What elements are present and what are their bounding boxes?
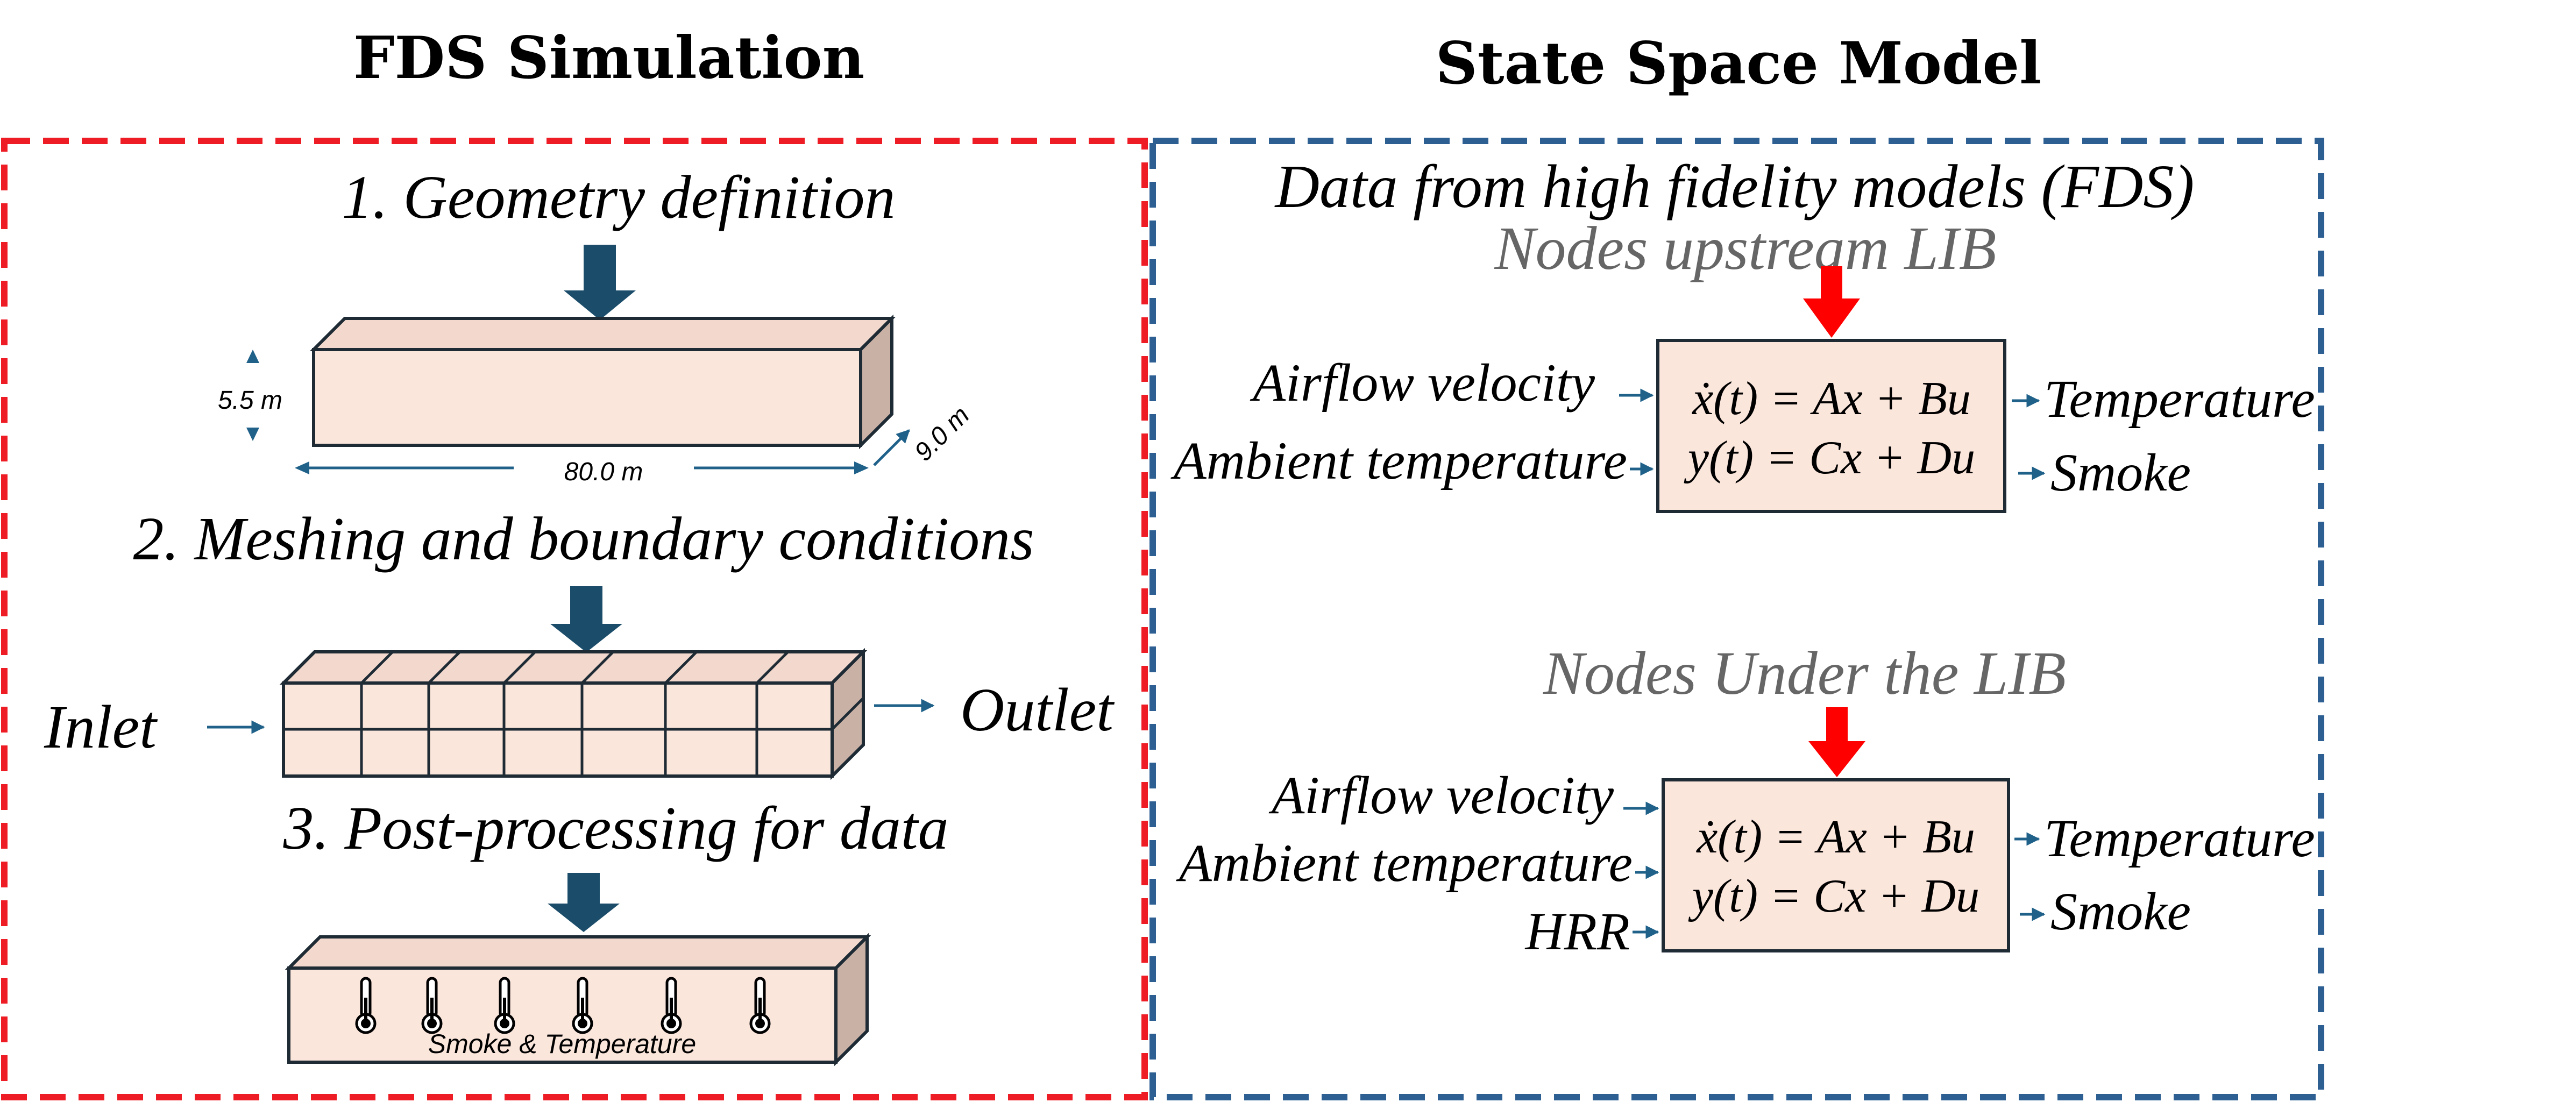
under-lib-ssm-box <box>1662 778 2010 952</box>
upstream-ssm-box <box>1656 339 2006 513</box>
step-geometry-label: 1. Geometry definition <box>342 163 896 231</box>
sensor-tunnel-box: Smoke & Temperature <box>285 933 871 1067</box>
fds-panel-title: FDS Simulation <box>353 24 864 92</box>
meshed-tunnel-box <box>279 648 868 780</box>
ssm-panel-title: State Space Model <box>1436 30 2041 97</box>
under-lib-input-hrr: HRR <box>1524 901 1630 961</box>
under-lib-input-airflow: Airflow velocity <box>1268 765 1614 825</box>
under-lib-subtitle: Nodes Under the LIB <box>1543 639 2066 707</box>
upstream-input-airflow: Airflow velocity <box>1250 353 1595 413</box>
dimension-length: 80.0 m <box>295 458 869 486</box>
under-lib-output-temperature: Temperature <box>2044 808 2315 868</box>
length-dimension-label: 80.0 m <box>564 458 643 486</box>
under-lib-state-equation: ẋ(t) = Ax + Bu <box>1696 811 1975 863</box>
height-dimension-label: 5.5 m <box>218 386 282 415</box>
data-source-label: Data from high fidelity models (FDS) <box>1274 152 2195 221</box>
under-lib-input-ambient: Ambient temperature <box>1176 833 1633 893</box>
sensor-caption: Smoke & Temperature <box>428 1029 696 1059</box>
inlet-label: Inlet <box>44 693 158 761</box>
ssm-panel-border <box>1149 138 2324 1100</box>
under-lib-heat-arrow <box>1808 707 1865 777</box>
upstream-output-equation: y(t) = Cx + Du <box>1684 432 1975 484</box>
step2-down-arrow <box>550 586 622 652</box>
under-lib-output-smoke: Smoke <box>2050 881 2191 941</box>
step-meshing-label: 2. Meshing and boundary conditions <box>133 504 1034 573</box>
fds-simulation-panel: FDS Simulation 1. Geometry definition 5.… <box>1 24 1148 1100</box>
depth-dimension-label: 9.0 m <box>909 401 975 466</box>
dimension-height: 5.5 m <box>218 350 282 441</box>
upstream-input-ambient: Ambient temperature <box>1170 431 1627 490</box>
upstream-state-equation: ẋ(t) = Ax + Bu <box>1692 373 1971 425</box>
step1-down-arrow <box>564 245 636 320</box>
outlet-label: Outlet <box>960 676 1115 744</box>
upstream-node-block: Nodes upstream LIB ẋ(t) = Ax + Bu y(t) =… <box>1170 214 2315 513</box>
upstream-heat-arrow <box>1803 266 1860 338</box>
mesh-grid-lines <box>283 651 864 776</box>
under-lib-node-block: Nodes Under the LIB ẋ(t) = Ax + Bu y(t) … <box>1176 639 2315 961</box>
upstream-subtitle: Nodes upstream LIB <box>1494 214 1996 282</box>
under-lib-output-equation: y(t) = Cx + Du <box>1688 870 1979 922</box>
state-space-panel: State Space Model Data from high fidelit… <box>1149 30 2324 1100</box>
upstream-output-smoke: Smoke <box>2050 443 2191 502</box>
tunnel-geometry-box <box>309 314 896 450</box>
step3-down-arrow <box>548 873 620 932</box>
upstream-output-temperature: Temperature <box>2044 369 2315 429</box>
step-postprocessing-label: 3. Post-processing for data <box>282 794 948 862</box>
